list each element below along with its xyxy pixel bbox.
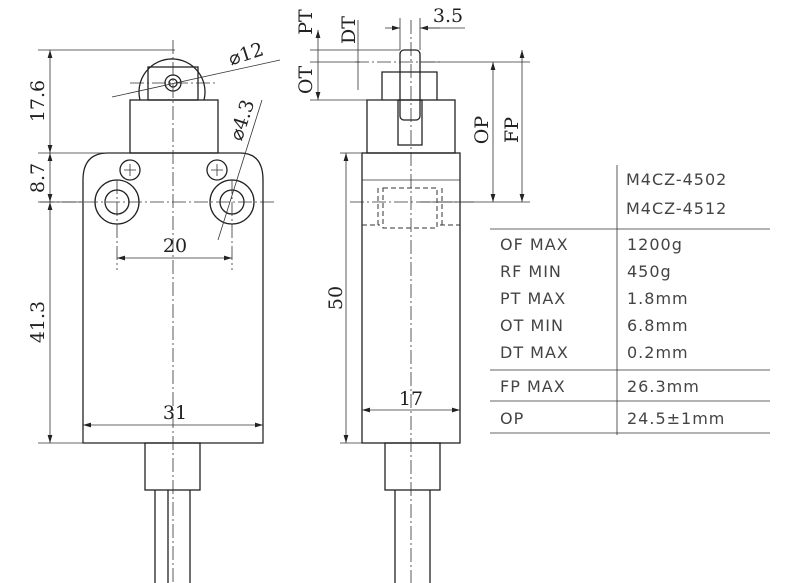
side-view: PT DT OT 3.5 OP FP 50 17 — [295, 5, 530, 583]
spec-label: RF MIN — [500, 262, 562, 281]
dim-hole-spacing: 20 — [163, 235, 187, 257]
spec-value: 1200g — [627, 235, 683, 254]
dim-pt: PT — [295, 9, 317, 35]
spec-label: PT MAX — [500, 289, 566, 308]
spec-value: 26.3mm — [627, 377, 700, 396]
dim-hole-diameter: ⌀4.3 — [225, 97, 259, 143]
model-name: M4CZ-4502 — [626, 170, 727, 189]
screw-icon — [119, 159, 141, 181]
dim-op: OP — [471, 116, 493, 145]
spec-label: OT MIN — [500, 316, 564, 335]
model-name: M4CZ-4512 — [626, 199, 727, 218]
dim-roller-diameter: ⌀12 — [226, 38, 267, 70]
dim-ot: OT — [295, 66, 317, 95]
spec-value: 6.8mm — [627, 316, 689, 335]
spec-label: DT MAX — [500, 343, 569, 362]
dim-fp: FP — [501, 117, 523, 143]
dim-dt: DT — [338, 16, 360, 44]
dim-body-width: 31 — [163, 402, 187, 424]
dim-lower-height: 41.3 — [27, 301, 49, 343]
spec-value: 0.2mm — [627, 343, 689, 362]
spec-value: 1.8mm — [627, 289, 689, 308]
spec-value: 24.5±1mm — [627, 409, 725, 428]
front-view: 17.6 8.7 41.3 20 31 ⌀12 ⌀4.3 — [27, 38, 281, 583]
screw-icon — [206, 159, 228, 181]
dim-plunger-width: 3.5 — [433, 5, 463, 27]
spec-label: FP MAX — [500, 377, 566, 396]
spec-label: OF MAX — [500, 235, 569, 254]
dim-body-depth: 17 — [399, 388, 423, 410]
dim-upper-offset: 8.7 — [27, 163, 49, 193]
spec-table: M4CZ-4502 M4CZ-4512 OF MAX 1200g RF MIN … — [490, 165, 770, 435]
spec-label: OP — [500, 409, 524, 428]
spec-value: 450g — [627, 262, 672, 281]
dim-body-height: 50 — [325, 286, 347, 310]
dim-roller-height: 17.6 — [27, 80, 49, 122]
